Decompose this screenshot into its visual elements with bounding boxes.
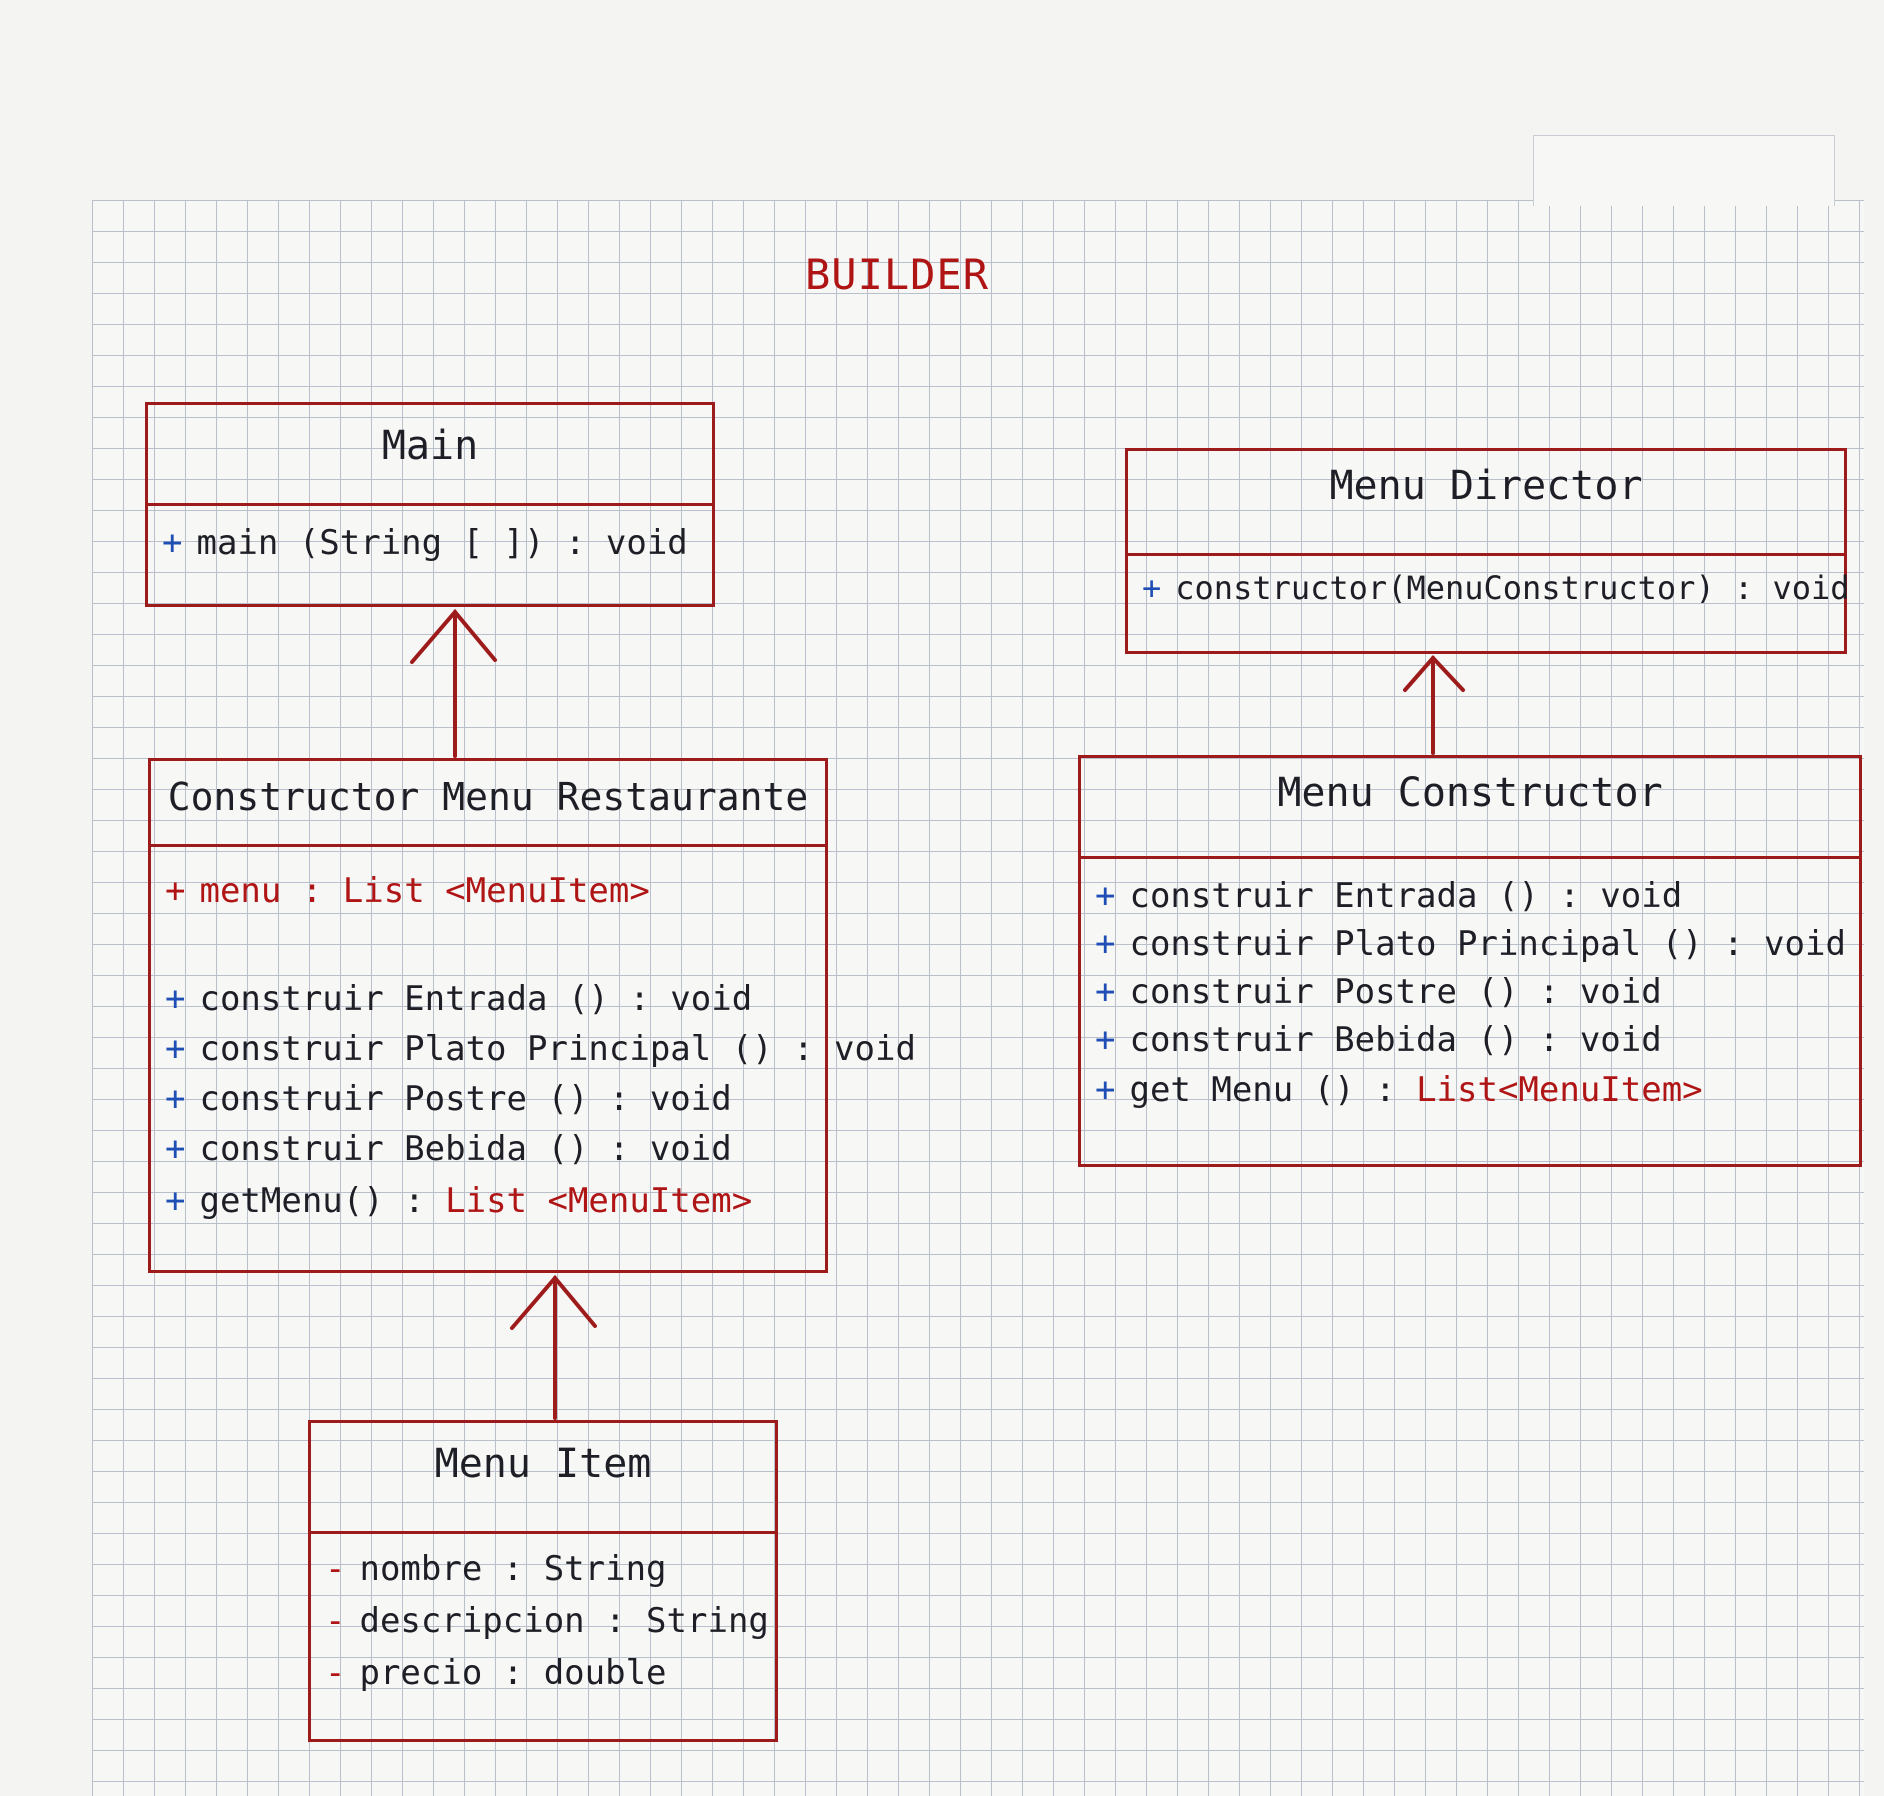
arrow-menuconstructor-to-director	[1403, 655, 1465, 755]
attribute-name: menu	[199, 871, 282, 911]
method-row: + construir Plato Principal () : void	[1095, 924, 1846, 964]
diagram-title: BUILDER	[805, 250, 990, 299]
method-row: + construir Plato Principal () : void	[165, 1029, 916, 1069]
visibility-marker: +	[1095, 1070, 1116, 1110]
class-main: Main + main (String [ ]) : void	[145, 402, 715, 607]
attribute-separator: :	[281, 871, 343, 911]
method-signature: construir Entrada () : void	[1129, 876, 1683, 916]
class-divider	[148, 503, 712, 506]
class-menu-director: Menu Director + constructor(MenuConstruct…	[1125, 448, 1850, 654]
method-signature: getMenu() :	[199, 1181, 446, 1221]
attribute-row: -descripcion : String	[325, 1601, 769, 1641]
visibility-marker: +	[165, 1181, 186, 1221]
method-signature: construir Bebida () : void	[199, 1129, 732, 1169]
method-signature: construir Entrada () : void	[199, 979, 753, 1019]
visibility-marker: -	[325, 1549, 346, 1589]
graph-paper	[92, 200, 1864, 1796]
class-name: Menu Item	[434, 1441, 652, 1487]
method-row: + constructor(MenuConstructor) : void	[1142, 569, 1850, 607]
class-name: Main	[381, 423, 479, 469]
attribute-row: -precio : double	[325, 1653, 667, 1693]
paper-tab	[1533, 135, 1835, 206]
method-row: + construir Entrada () : void	[1095, 876, 1682, 916]
visibility-marker: -	[325, 1653, 346, 1693]
method-return-type: List<MenuItem>	[1416, 1070, 1703, 1110]
class-divider	[311, 1531, 775, 1534]
method-return-type: List <MenuItem>	[445, 1181, 753, 1221]
class-name: Menu Director	[1329, 463, 1643, 509]
attribute-row: + menu : List <MenuItem>	[165, 871, 650, 911]
visibility-marker: +	[1142, 569, 1162, 607]
method-row: + main (String [ ]) : void	[162, 523, 688, 563]
method-row: + construir Entrada () : void	[165, 979, 752, 1019]
method-row: + construir Bebida () : void	[165, 1129, 732, 1169]
method-signature: construir Plato Principal () : void	[1129, 924, 1846, 964]
class-constructor-menu-restaurante: Constructor Menu Restaurante + menu : Lis…	[148, 758, 916, 1273]
arrow-restaurante-to-main	[410, 608, 497, 758]
method-row: + construir Bebida () : void	[1095, 1020, 1662, 1060]
visibility-marker: +	[165, 1129, 186, 1169]
visibility-marker: +	[165, 871, 186, 911]
visibility-marker: +	[165, 979, 186, 1019]
visibility-marker: +	[165, 1079, 186, 1119]
attribute-type: List <MenuItem>	[342, 871, 650, 911]
class-menu-constructor: Menu Constructor + construir Entrada () :…	[1078, 755, 1862, 1167]
method-row: + construir Postre () : void	[1095, 972, 1662, 1012]
class-name: Menu Constructor	[1277, 770, 1663, 816]
method-row: + construir Postre () : void	[165, 1079, 732, 1119]
visibility-marker: +	[1095, 876, 1116, 916]
visibility-marker: +	[162, 523, 183, 563]
method-signature: constructor(MenuConstructor) : void	[1175, 569, 1850, 607]
attribute-signature: nombre : String	[359, 1549, 667, 1589]
attribute-signature: precio : double	[359, 1653, 667, 1693]
method-signature: construir Postre () : void	[199, 1079, 732, 1119]
method-signature: construir Bebida () : void	[1129, 1020, 1662, 1060]
class-divider	[1128, 553, 1844, 556]
method-signature: main (String [ ]) : void	[196, 523, 688, 563]
visibility-marker: +	[165, 1029, 186, 1069]
class-divider	[151, 844, 825, 847]
visibility-marker: +	[1095, 972, 1116, 1012]
method-row: + getMenu() : List <MenuItem>	[165, 1181, 752, 1221]
attribute-signature: descripcion : String	[359, 1601, 769, 1641]
class-name: Constructor Menu Restaurante	[167, 775, 809, 819]
visibility-marker: -	[325, 1601, 346, 1641]
class-menu-item: Menu Item -nombre : String -descripcion …	[308, 1420, 778, 1742]
method-signature: construir Postre () : void	[1129, 972, 1662, 1012]
arrow-menuitem-to-restaurante	[510, 1274, 597, 1420]
method-row: + get Menu () : List<MenuItem>	[1095, 1070, 1703, 1110]
attribute-row: -nombre : String	[325, 1549, 667, 1589]
method-signature: get Menu () :	[1129, 1070, 1417, 1110]
visibility-marker: +	[1095, 1020, 1116, 1060]
method-signature: construir Plato Principal () : void	[199, 1029, 916, 1069]
class-divider	[1081, 856, 1859, 859]
visibility-marker: +	[1095, 924, 1116, 964]
